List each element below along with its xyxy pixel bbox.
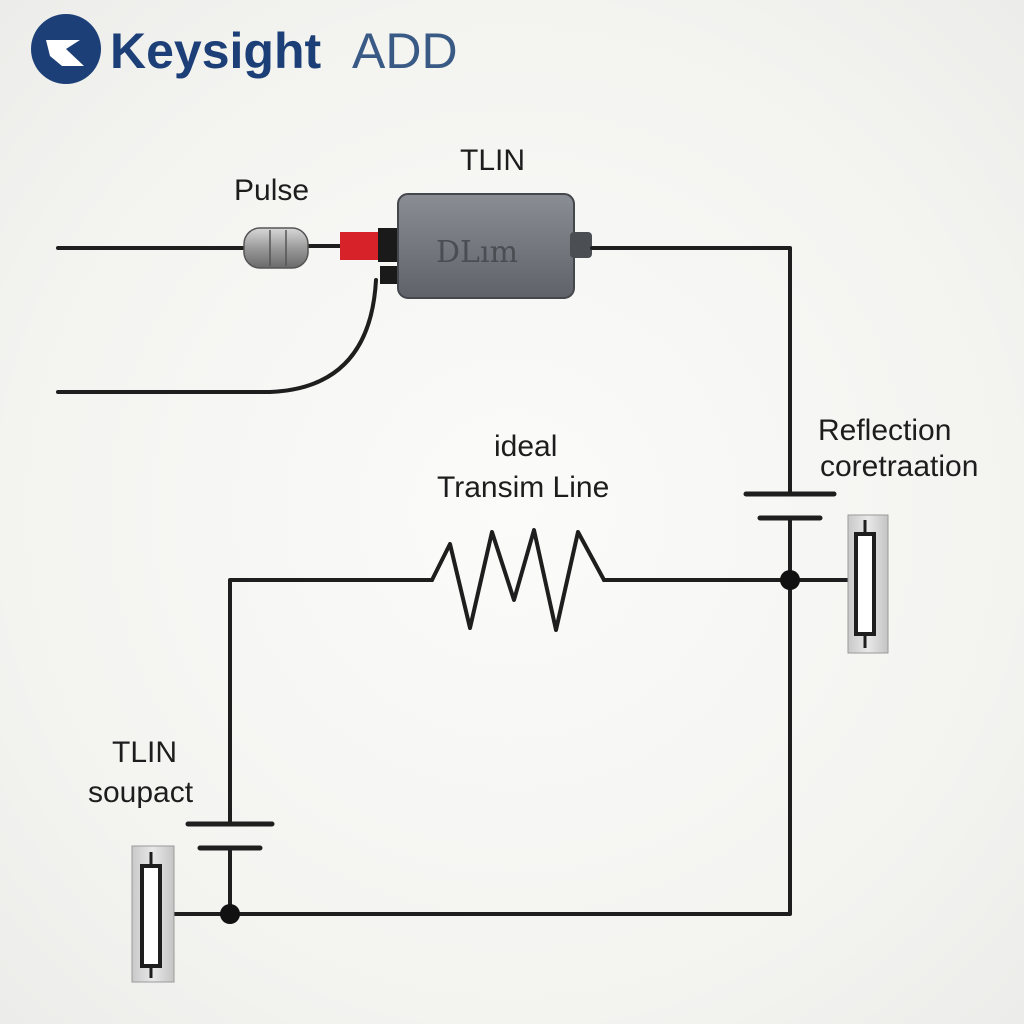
reflection-label: Reflection [818, 414, 951, 447]
output-wire [590, 246, 792, 496]
capacitor-left [185, 821, 275, 851]
junction-dot-right [780, 570, 800, 590]
right-vertical-wire [228, 516, 792, 916]
termination-resistor-left [131, 845, 175, 983]
brand-logo: Keysight ADD [31, 14, 458, 84]
pulse-connector [243, 227, 309, 269]
ideal-label: ideal [494, 430, 557, 463]
tlin-top-label: TLIN [460, 144, 525, 177]
pulse-label: Pulse [234, 174, 309, 207]
capacitor-right [743, 491, 837, 521]
transim-line-label: Transim Line [437, 471, 609, 504]
box-label: DLım [436, 235, 518, 270]
soupact-label: soupact [88, 776, 194, 809]
coretraation-label: coretraation [820, 450, 978, 483]
resistor-left-wire [228, 578, 434, 826]
tlin-box: DLım [397, 193, 592, 299]
tlin-bottom-label: TLIN [112, 736, 177, 769]
termination-resistor-right [847, 514, 889, 654]
resistor-symbol [430, 528, 606, 632]
brand-name: Keysight [110, 23, 322, 79]
junction-dot-left [220, 904, 240, 924]
red-tube [340, 228, 404, 284]
brand-suffix: ADD [352, 23, 458, 79]
input-wire-bottom [56, 278, 378, 394]
